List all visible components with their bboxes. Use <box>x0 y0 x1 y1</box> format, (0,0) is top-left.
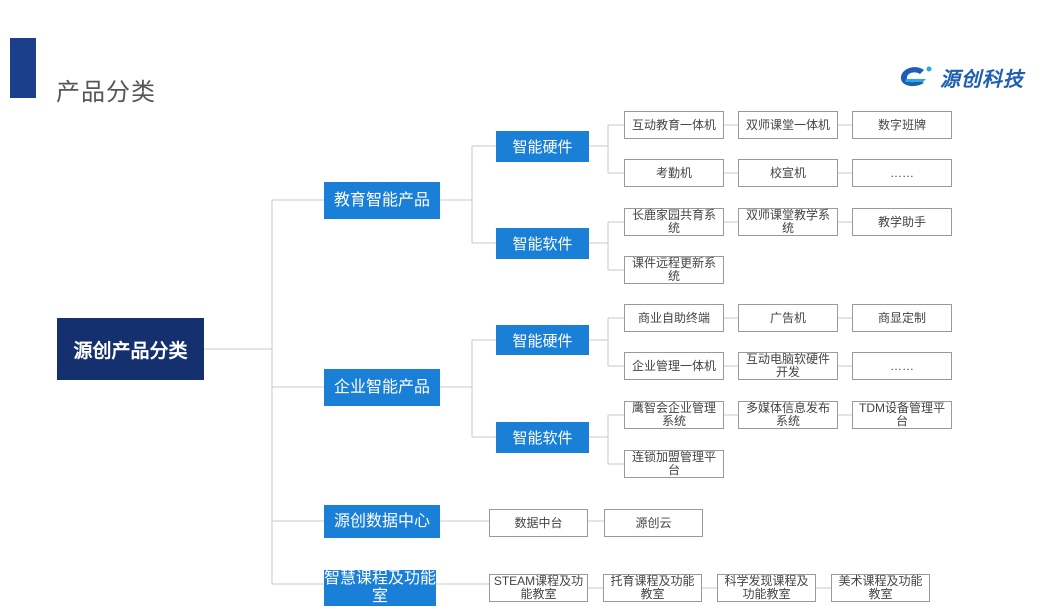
brand-name: 源创科技 <box>940 68 1024 91</box>
courses-node: 智慧课程及功能室 <box>324 570 437 606</box>
leaf-dual-teacher-system: 双师课堂教学系统 <box>738 208 838 236</box>
title-accent-bar <box>10 38 36 98</box>
leaf-interactive-edu-all-in-one: 互动教育一体机 <box>624 111 724 139</box>
leaf-more-ent-hardware: …… <box>852 352 952 380</box>
enterprise-products-node: 企业智能产品 <box>324 369 440 406</box>
leaf-more-edu-hardware: …… <box>852 159 952 187</box>
leaf-ad-machine: 广告机 <box>738 304 838 332</box>
root-node: 源创产品分类 <box>57 318 204 380</box>
leaf-science-course: 科学发现课程及功能教室 <box>717 574 816 602</box>
leaf-dual-teacher-all-in-one: 双师课堂一体机 <box>738 111 838 139</box>
leaf-interactive-pc-dev: 互动电脑软硬件开发 <box>738 352 838 380</box>
leaf-enterprise-all-in-one: 企业管理一体机 <box>624 352 724 380</box>
leaf-teaching-assistant: 教学助手 <box>852 208 952 236</box>
leaf-yuanchuang-cloud: 源创云 <box>604 509 703 537</box>
leaf-franchise-platform: 连锁加盟管理平台 <box>624 450 724 478</box>
edu-software-node: 智能软件 <box>496 228 589 259</box>
leaf-campus-promo-machine: 校宣机 <box>738 159 838 187</box>
leaf-display-custom: 商显定制 <box>852 304 952 332</box>
brand: 源创科技 <box>896 62 1024 92</box>
ent-hardware-node: 智能硬件 <box>496 325 589 355</box>
data-center-node: 源创数据中心 <box>324 505 440 538</box>
leaf-data-platform: 数据中台 <box>489 509 588 537</box>
leaf-yingzhihui-system: 鹰智会企业管理系统 <box>624 401 724 429</box>
leaf-attendance-machine: 考勤机 <box>624 159 724 187</box>
leaf-home-school-system: 长鹿家园共育系统 <box>624 208 724 236</box>
ent-software-node: 智能软件 <box>496 422 589 453</box>
leaf-art-course: 美术课程及功能教室 <box>831 574 930 602</box>
leaf-multimedia-release-system: 多媒体信息发布系统 <box>738 401 838 429</box>
leaf-tdm-platform: TDM设备管理平台 <box>852 401 952 429</box>
leaf-digital-class-sign: 数字班牌 <box>852 111 952 139</box>
leaf-steam-course: STEAM课程及功能教室 <box>489 574 588 602</box>
leaf-courseware-update-system: 课件远程更新系统 <box>624 256 724 284</box>
education-products-node: 教育智能产品 <box>324 182 440 219</box>
page-title: 产品分类 <box>56 79 156 106</box>
leaf-self-service-terminal: 商业自助终端 <box>624 304 724 332</box>
leaf-childcare-course: 托育课程及功能教室 <box>603 574 702 602</box>
edu-hardware-node: 智能硬件 <box>496 131 589 162</box>
brand-logo-icon <box>900 66 932 87</box>
